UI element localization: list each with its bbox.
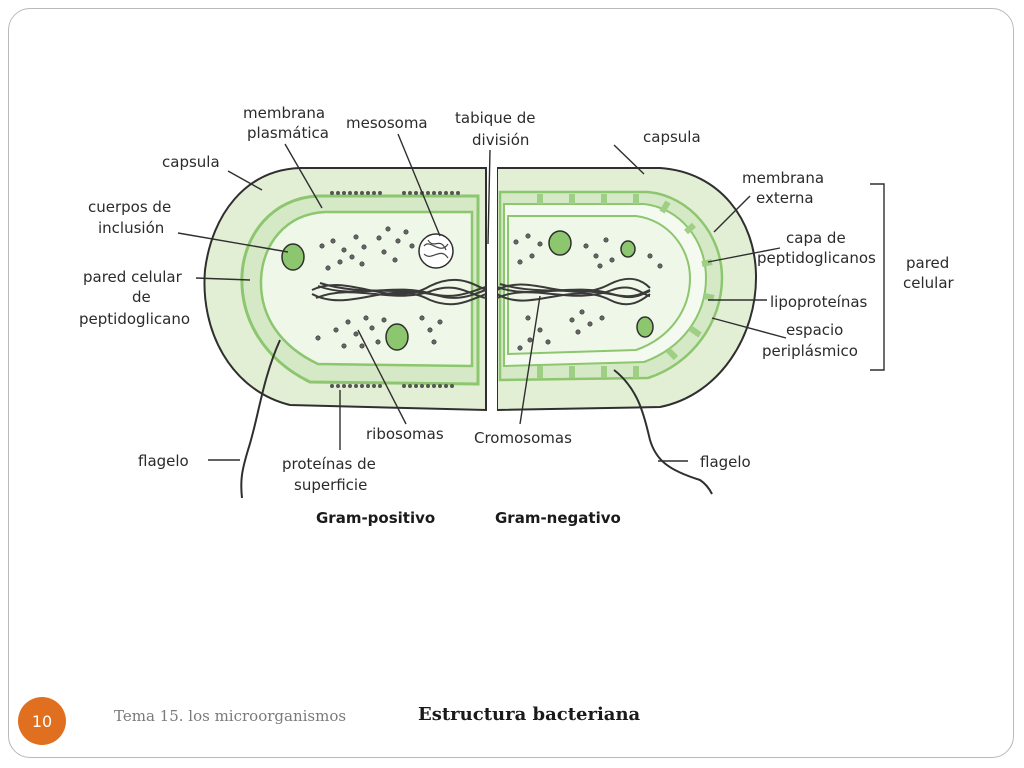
- label-membrana-plasmatica-2: plasmática: [247, 124, 329, 142]
- label-pared-pg-3: peptidoglicano: [79, 310, 190, 328]
- slide-title: Estructura bacteriana: [418, 704, 641, 725]
- footer-topic: Tema 15. los microorganismos: [114, 707, 347, 725]
- label-membrana-plasmatica-1: membrana: [243, 104, 325, 122]
- label-ribosomas: ribosomas: [366, 425, 444, 443]
- diagram-labels: capsula membrana plasmática mesosoma tab…: [79, 104, 955, 527]
- page-number: 10: [31, 711, 53, 731]
- label-espacio-1: espacio: [786, 321, 843, 339]
- inclusion-body-left-1: [281, 243, 305, 271]
- label-espacio-2: periplásmico: [762, 342, 858, 360]
- label-lipoproteinas: lipoproteínas: [770, 293, 868, 311]
- caption-gram-negative: Gram-negativo: [495, 509, 621, 527]
- label-capsula-left: capsula: [162, 153, 220, 171]
- chromosome-left: [311, 278, 487, 306]
- label-pared-pg-1: pared celular: [83, 268, 183, 286]
- inclusion-body-left-2: [385, 323, 409, 351]
- label-capa-pg-2: peptidoglicanos: [757, 249, 876, 267]
- label-flagelo-right: flagelo: [700, 453, 751, 471]
- label-proteinas-1: proteínas de: [282, 455, 376, 473]
- flagellum-right: [613, 369, 713, 495]
- caption-gram-positive: Gram-positivo: [316, 509, 435, 527]
- lipoprotein-stripes: [537, 194, 715, 378]
- ribosomes-right: [513, 233, 663, 351]
- label-cromosomas: Cromosomas: [474, 429, 572, 447]
- inclusion-body-right-2: [620, 240, 636, 258]
- label-tabique-1: tabique de: [455, 109, 536, 127]
- label-mesosoma: mesosoma: [346, 114, 428, 132]
- label-membrana-externa-1: membrana: [742, 169, 824, 187]
- label-capa-pg-1: capa de: [786, 229, 846, 247]
- chromosome-right: [496, 277, 651, 306]
- inclusion-body-right-1: [548, 230, 572, 256]
- label-pared-pg-2: de: [132, 288, 151, 306]
- label-flagelo-left: flagelo: [138, 452, 189, 470]
- gram-negative-cell: [496, 167, 758, 495]
- leader-lines: [177, 133, 885, 462]
- label-cuerpos-1: cuerpos de: [88, 198, 171, 216]
- label-tabique-2: división: [472, 131, 529, 149]
- flagellum-left: [240, 339, 281, 499]
- gram-positive-cell: [203, 167, 487, 499]
- label-cuerpos-2: inclusión: [98, 219, 164, 237]
- label-membrana-externa-2: externa: [756, 189, 814, 207]
- label-pared-celular-1: pared: [906, 254, 949, 272]
- page-number-badge: 10: [18, 697, 66, 745]
- ribosomes-left: [315, 226, 443, 349]
- label-proteinas-2: superficie: [294, 476, 367, 494]
- mesosome: [418, 233, 454, 269]
- surface-proteins-left: [330, 191, 460, 388]
- division-septum: [487, 160, 497, 420]
- inclusion-body-right-3: [636, 316, 654, 338]
- label-pared-celular-2: celular: [903, 274, 955, 292]
- label-capsula-right: capsula: [643, 128, 701, 146]
